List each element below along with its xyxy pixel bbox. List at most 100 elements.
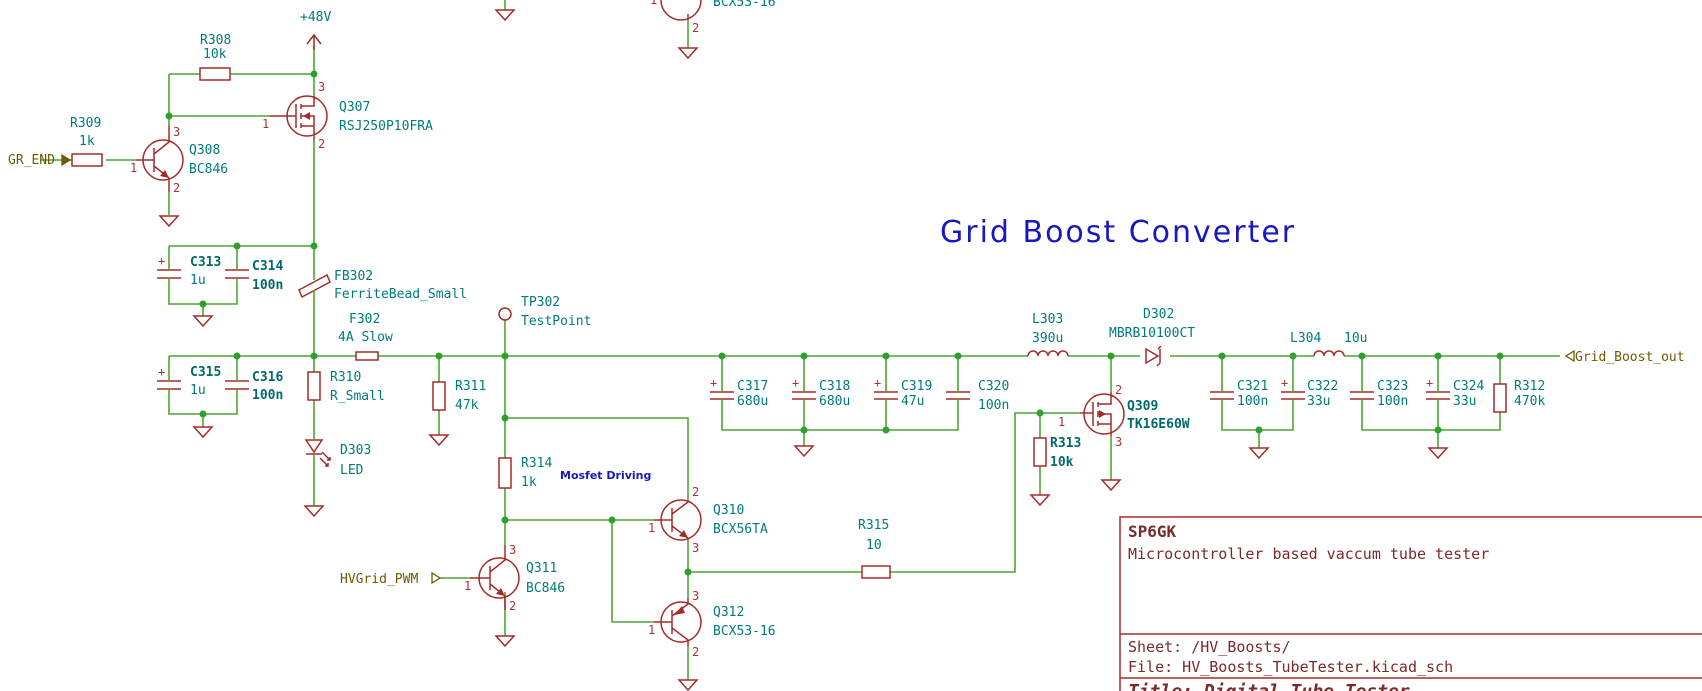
bjt-top-partial-icon: 1 2 [650,0,702,35]
title-block-company: SP6GK [1128,522,1177,541]
ref-l303: L303 [1032,312,1063,327]
value-c321: 100n [1237,394,1268,409]
ref-fb302: FB302 [334,269,373,284]
value-c318: 680u [819,394,850,409]
svg-text:3: 3 [173,125,180,139]
value-tp302: TestPoint [521,314,591,329]
value-q307: RSJ250P10FRA [339,119,433,134]
cap-c317-icon: + [710,376,734,406]
ground-icon [192,426,214,439]
ref-r310: R310 [330,370,361,385]
ground-icon [192,315,214,328]
svg-text:1: 1 [464,579,471,593]
ground-icon [793,445,815,458]
cap-c315-icon: + [157,365,181,396]
ref-r313: R313 [1050,436,1081,451]
svg-text:+: + [1426,376,1433,390]
svg-text:3: 3 [1115,435,1122,449]
title-block: SP6GK Microcontroller based vaccum tube … [1119,516,1702,691]
svg-text:1: 1 [648,521,655,535]
ref-d302: D302 [1143,307,1174,322]
power-symbols: +48V [300,10,331,50]
diagram-title: Grid Boost Converter [940,215,1296,250]
title-block-file: File: HV_Boosts_TubeTester.kicad_sch [1128,658,1453,676]
svg-text:2: 2 [509,599,516,613]
svg-text:2: 2 [692,645,699,659]
svg-text:1: 1 [650,0,657,7]
ground-symbols [158,9,1449,691]
svg-text:2: 2 [1115,383,1122,397]
svg-text:2: 2 [692,485,699,499]
cap-c314-icon [225,262,249,285]
value-q312: BCX53-16 [713,624,776,639]
value-c315: 1u [190,383,206,398]
svg-text:+: + [158,254,165,268]
net-label-hvgrid-pwm: HVGrid_PWM [340,572,418,587]
resistor-r314-icon [498,457,512,489]
value-r309: 1k [79,134,95,149]
value-q310: BCX56TA [713,522,768,537]
ref-q311: Q311 [526,561,557,576]
svg-text:3: 3 [692,541,699,555]
value-c314: 100n [252,278,283,293]
led-d303-icon [304,439,324,455]
bjt-q311-icon: 1 3 2 [464,543,520,613]
value-q308: BC846 [189,162,228,177]
cap-c318-icon: + [792,376,816,406]
value-r312: 470k [1514,394,1545,409]
mosfet-q307-icon: 1 3 2 [262,80,328,151]
ref-c321: C321 [1237,379,1268,394]
mosfet-q309-icon: 1 2 3 [1058,383,1125,449]
cap-c320-icon [946,384,970,406]
value-r308: 10k [203,47,227,62]
ref-q307: Q307 [339,100,370,115]
value-f302: 4A Slow [338,330,393,345]
ref-c318: C318 [819,379,850,394]
ref-c314: C314 [252,259,283,274]
ref-f302: F302 [349,312,380,327]
svg-text:3: 3 [692,589,699,603]
bjt-q312-icon: 1 3 2 [648,589,702,659]
svg-text:+: + [792,376,799,390]
value-l303: 390u [1032,331,1063,346]
ground-icon [428,434,450,447]
cap-c321-icon [1210,384,1234,406]
inductor-l303-icon [1027,350,1069,357]
plus48-label: +48V [300,10,331,25]
ref-c316: C316 [252,370,283,385]
svg-text:1: 1 [648,623,655,637]
ref-l304: L304 [1290,331,1321,346]
ref-r308: R308 [200,33,231,48]
diode-d302-icon [1145,347,1161,365]
ferrite-bead-icon [298,273,331,299]
ground-icon [677,679,699,691]
ref-r309: R309 [70,116,101,131]
ref-c313: C313 [190,255,221,270]
ground-icon [494,635,516,648]
ref-c315: C315 [190,365,221,380]
resistors [71,67,1507,579]
resistor-r313-icon [1033,437,1047,467]
svg-text:+: + [710,376,717,390]
resistor-r309-icon [71,153,103,167]
ground-icon [677,47,699,60]
ground-icon [303,505,325,518]
resistor-r310-icon [307,371,321,401]
value-c322: 33u [1307,394,1330,409]
ref-c317: C317 [737,379,768,394]
ground-icon [1100,479,1122,492]
cap-c324-icon: + [1426,376,1450,406]
plus48-arrow-icon [306,33,322,50]
value-r311: 47k [455,398,479,413]
svg-text:1: 1 [262,117,269,131]
ref-r314: R314 [521,456,552,471]
net-label-gr-end: GR_END [8,153,55,168]
ref-q309: Q309 [1127,399,1158,414]
svg-text:1: 1 [1058,415,1065,429]
value-top-transistor: BCX53-16 [713,0,776,10]
annotation-mosfet-driving: Mosfet Driving [560,469,651,482]
cap-c313-icon: + [157,254,181,285]
ref-tp302: TP302 [521,295,560,310]
ref-c319: C319 [901,379,932,394]
